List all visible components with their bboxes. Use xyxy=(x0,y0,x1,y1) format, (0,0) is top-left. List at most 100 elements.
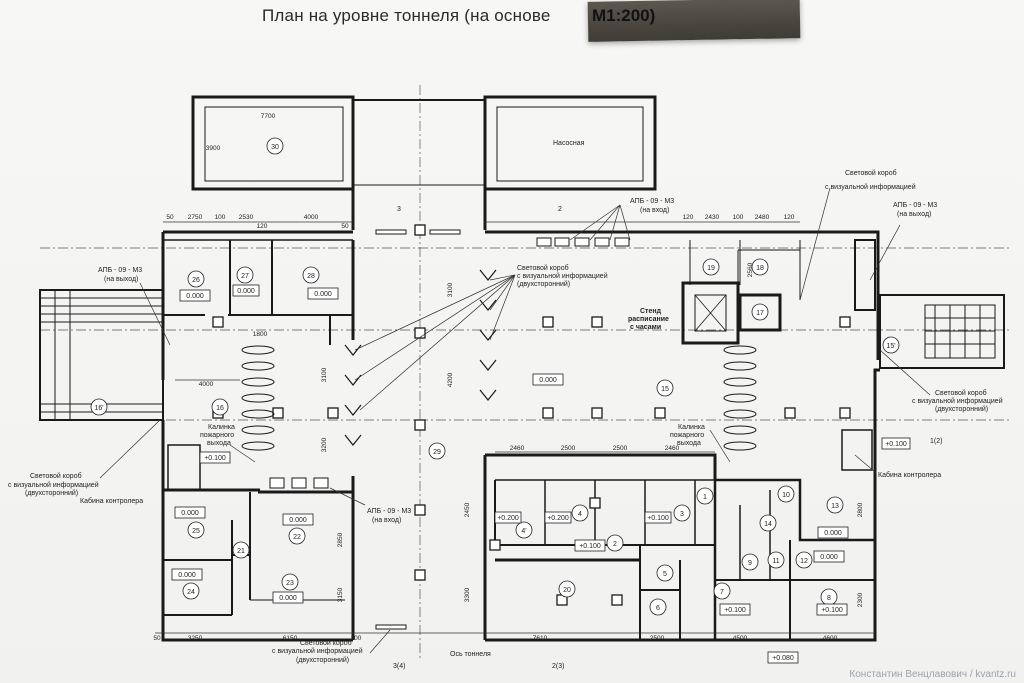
level-mark: +0.100 xyxy=(885,441,907,448)
room-number: 3 xyxy=(680,511,684,518)
plan-title: План на уровне тоннеля (на основе xyxy=(262,6,551,25)
room-number: 4 xyxy=(578,511,582,518)
level-mark: +0.080 xyxy=(772,655,794,662)
room-number: 16' xyxy=(94,405,103,412)
lightbox-label-bottom-2: с визуальной информацией xyxy=(272,647,363,655)
dim: 2500 xyxy=(613,445,628,452)
section-mark: 3 xyxy=(397,206,401,213)
level-mark: 0.000 xyxy=(820,554,838,561)
level-mark: 0.000 xyxy=(186,293,204,300)
lightbox-label-3: (двухсторонний) xyxy=(517,280,570,288)
hydrant-label-right-2: пожарного xyxy=(670,432,704,439)
dim: 50 xyxy=(341,223,349,230)
room-number: 20 xyxy=(563,587,571,594)
lightbox-label-bottom: Световой короб xyxy=(300,639,352,647)
room-number: 12 xyxy=(800,558,808,565)
dim: 3900 xyxy=(206,145,221,152)
dim: 120 xyxy=(257,223,268,230)
level-mark: +0.200 xyxy=(547,515,569,522)
hydrant-label-3: выхода xyxy=(207,440,231,447)
dim-vertical: 3150 xyxy=(337,587,344,602)
dim: 50 xyxy=(166,214,174,221)
apb-exit-sub: (на выход) xyxy=(104,276,138,283)
lightbox-label-right: Световой короб xyxy=(845,169,897,177)
room-number: 9 xyxy=(748,560,752,567)
room-number: 4' xyxy=(521,528,526,535)
level-mark: +0.100 xyxy=(724,607,746,614)
apb-exit-label: АПБ - 09 - М3 xyxy=(98,267,142,274)
dim: 50 xyxy=(153,635,161,642)
stand-label-3: с часами xyxy=(630,324,661,331)
booth-label-right: Кабина контролера xyxy=(878,471,941,479)
apb-entry-sub: (на вход) xyxy=(640,207,669,214)
room-number: 28 xyxy=(307,273,315,280)
dim: 2530 xyxy=(239,214,254,221)
dim: 7610 xyxy=(533,635,548,642)
dim: 100 xyxy=(351,635,362,642)
hydrant-label-right: Калинка xyxy=(678,424,705,431)
room-number: 30 xyxy=(271,144,279,151)
level-mark: 0.000 xyxy=(178,572,196,579)
dim: 4000 xyxy=(304,214,319,221)
apb-exit-sub-right: (на выход) xyxy=(897,211,931,218)
dim-vertical: 3200 xyxy=(321,437,328,452)
apb-entry-label: АПБ - 09 - М3 xyxy=(630,198,674,205)
room-number: 17 xyxy=(756,310,764,317)
room-number: 19 xyxy=(707,265,715,272)
dim: 120 xyxy=(784,214,795,221)
room-number: 24 xyxy=(187,589,195,596)
level-mark: 0.000 xyxy=(289,517,307,524)
watermark: Константин Венцлавович / kvantz.ru xyxy=(849,669,1016,680)
dim: 2460 xyxy=(665,445,680,452)
stand-label-2: расписание xyxy=(628,316,669,323)
lightbox-label-r2b: с визуальной информацией xyxy=(912,397,1003,405)
lightbox-label: Световой короб xyxy=(517,264,569,272)
dim: 100 xyxy=(215,214,226,221)
level-mark: 0.000 xyxy=(237,288,255,295)
dim: 3250 xyxy=(188,635,203,642)
stand-label: Стенд xyxy=(640,308,662,315)
room-number: 14 xyxy=(764,521,772,528)
lightbox-label-left: Световой короб xyxy=(30,472,82,480)
level-mark: +0.100 xyxy=(579,543,601,550)
level-mark: 0.000 xyxy=(824,530,842,537)
plan-scale: М1:200) xyxy=(592,6,656,25)
room-number: 25 xyxy=(192,528,200,535)
hydrant-label-right-3: выхода xyxy=(677,440,701,447)
dim-vertical: 2850 xyxy=(337,532,344,547)
dim-vertical: 3100 xyxy=(321,367,328,382)
dim: 2460 xyxy=(510,445,525,452)
level-mark: 0.000 xyxy=(181,510,199,517)
room-number: 1 xyxy=(703,494,707,501)
dim-vertical: 2300 xyxy=(857,592,864,607)
dim: 4000 xyxy=(199,381,214,388)
room-number: 7 xyxy=(720,589,724,596)
apb-exit-label-right: АПБ - 09 - М3 xyxy=(893,202,937,209)
room-number: 22 xyxy=(293,534,301,541)
room-number: 6 xyxy=(656,605,660,612)
lightbox-label-r2c: (двухсторонний) xyxy=(935,405,988,413)
room-number: 21 xyxy=(237,548,245,555)
room-number: 2 xyxy=(613,541,617,548)
dim: 4500 xyxy=(733,635,748,642)
room-number: 29 xyxy=(433,449,441,456)
dim: 2430 xyxy=(705,214,720,221)
room-number: 5 xyxy=(663,571,667,578)
dim-vertical: 4200 xyxy=(447,372,454,387)
room-number: 10 xyxy=(782,492,790,499)
dim: 100 xyxy=(733,214,744,221)
room-number: 18 xyxy=(756,265,764,272)
room-number: 11 xyxy=(772,558,779,565)
level-mark: +0.100 xyxy=(204,455,226,462)
level-mark: 0.000 xyxy=(314,291,332,298)
lightbox-label-left-3: (двухсторонний) xyxy=(25,489,78,497)
dim: 2500 xyxy=(650,635,665,642)
level-mark: +0.200 xyxy=(497,515,519,522)
room-number: 26 xyxy=(192,277,200,284)
room-number: 13 xyxy=(831,503,839,510)
dim-vertical: 3100 xyxy=(447,282,454,297)
dim-vertical: 2450 xyxy=(464,502,471,517)
booth-label-left: Кабина контролера xyxy=(80,497,143,505)
